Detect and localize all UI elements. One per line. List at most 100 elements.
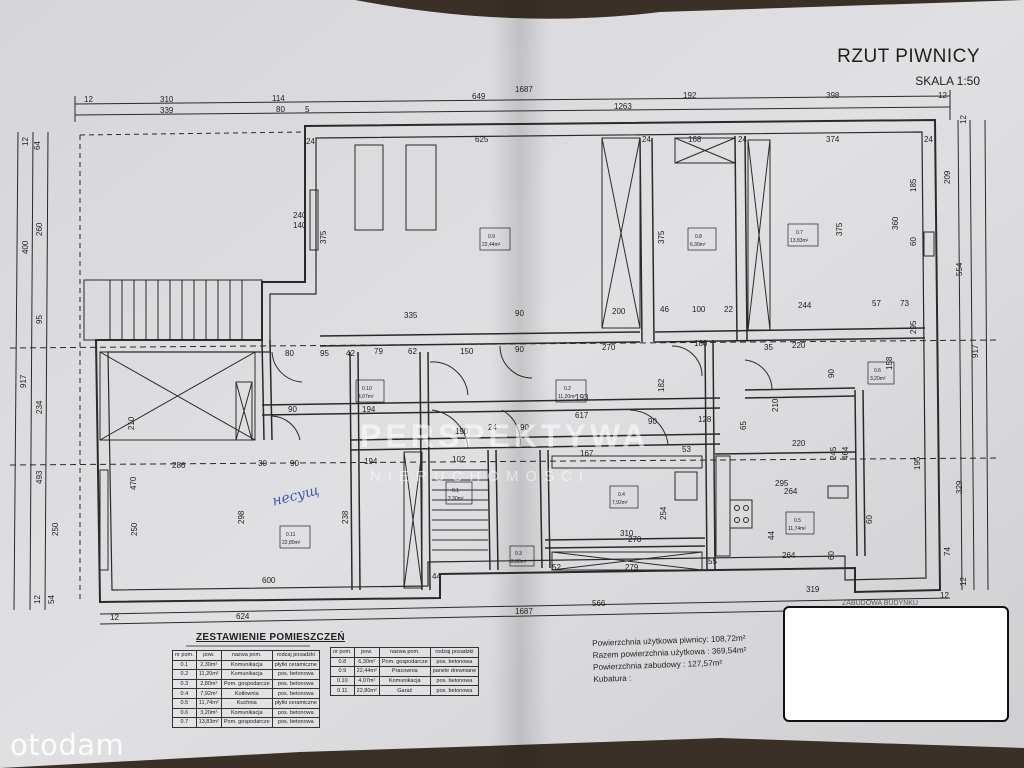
table-cell: pos. betonowa — [271, 707, 320, 719]
dim-label: 210 — [771, 398, 780, 412]
dim-label: 12 — [33, 595, 42, 604]
room-area: 11,74m² — [788, 526, 806, 532]
table-cell: 11,20m² — [195, 669, 222, 680]
dim-label: 24 — [738, 135, 747, 144]
dim-label: 185 — [909, 178, 918, 192]
dim-label: 310 — [620, 529, 634, 538]
table-cell: Pom. gospodarcze — [378, 656, 431, 668]
dim-label: 90 — [520, 423, 529, 432]
dim-label: 35 — [764, 343, 773, 352]
dim-label: 209 — [943, 170, 952, 184]
dim-label: 114 — [272, 94, 285, 103]
dim-label: 42 — [346, 349, 355, 358]
table-cell: 22,44m² — [353, 666, 380, 677]
dim-label: 493 — [35, 470, 44, 484]
dim-label: 140 — [293, 221, 307, 230]
room-area: 11,20m² — [558, 394, 576, 400]
dim-label: 102 — [452, 455, 466, 464]
dim-label: 12 — [21, 137, 30, 146]
dim-label: 400 — [21, 240, 30, 254]
dim-label: 464 — [841, 446, 850, 460]
dim-label: 182 — [657, 378, 666, 392]
dim-label: 339 — [160, 106, 174, 115]
table-cell: 7,92m² — [195, 688, 222, 699]
room-number: 0.11 — [286, 532, 296, 538]
dim-label: 158 — [885, 356, 894, 370]
table-cell: 2,30m² — [195, 659, 222, 671]
dim-label: 360 — [891, 216, 900, 230]
table-cell: 0.3 — [172, 678, 197, 690]
table-cell: Kotłownia — [220, 688, 273, 699]
dim-label: 22 — [724, 305, 733, 314]
table-cell: 0.5 — [172, 697, 197, 709]
drawing-title: RZUT PIWNICY — [837, 46, 980, 67]
room-area: 22,80m² — [282, 540, 301, 546]
room-number: 0.10 — [362, 386, 372, 392]
dim-label: 329 — [955, 480, 964, 494]
rooms-table-left: nr pom. pow. nazwa pom. rodzaj posadzki … — [172, 650, 320, 728]
dim-label: 279 — [625, 563, 639, 572]
dim-label: 54 — [47, 595, 56, 604]
table-header: rodzaj posadzki — [271, 650, 320, 661]
table-cell: 0.2 — [172, 669, 197, 680]
dim-label: 195 — [913, 456, 922, 470]
drawing-title-block: RZUT PIWNICY SKALA 1:50 — [837, 46, 980, 88]
dim-label: 168 — [688, 135, 702, 144]
dim-label: 90 — [515, 345, 524, 354]
dim-label: 624 — [236, 612, 250, 621]
room-number: 0.3 — [515, 551, 522, 557]
dim-label: 398 — [826, 91, 840, 100]
room-number: 0.6 — [874, 368, 881, 374]
dim-label: 374 — [826, 135, 840, 144]
dim-label: 64 — [33, 141, 42, 150]
table-cell: Komunikacja — [220, 669, 273, 680]
table-row: 0.2 11,20m² Komunikacja pos. betonowa — [172, 669, 320, 680]
dim-label: 298 — [237, 510, 246, 524]
dim-label: 12 — [84, 95, 93, 104]
dim-label: 60 — [909, 237, 918, 246]
table-cell: 0.10 — [330, 675, 355, 687]
dim-label: 95 — [320, 349, 329, 358]
dim-label: 917 — [19, 374, 28, 388]
dim-label: 193 — [575, 393, 589, 402]
dim-label: 95 — [35, 315, 44, 324]
table-header: pow. — [195, 650, 222, 661]
dim-label: 470 — [129, 476, 138, 490]
room-area: 2,30m² — [448, 496, 464, 502]
dim-label: 270 — [602, 343, 616, 352]
room-area: 22,44m² — [482, 242, 501, 248]
table-row: 0.1 2,30m² Komunikacja płytki ceramiczne — [172, 659, 320, 671]
dim-label: 192 — [683, 91, 697, 100]
dim-label: 250 — [51, 522, 60, 536]
dim-label: 566 — [592, 599, 606, 608]
room-area: 7,92m² — [612, 500, 628, 506]
dim-label: 150 — [460, 347, 474, 356]
table-cell: Komunikacja — [220, 707, 273, 719]
table-cell: pos. betonowa — [271, 688, 320, 699]
table-cell: 2,80m² — [195, 678, 222, 690]
dim-label: 5 — [305, 105, 310, 114]
dim-label: 254 — [659, 506, 668, 520]
dim-label: 180 — [694, 339, 708, 348]
table-cell: 0.7 — [172, 717, 197, 728]
table-row: 0.9 22,44m² Pracownia panele drewniane — [330, 666, 480, 677]
dim-label: 30 — [258, 459, 267, 468]
room-number: 0.2 — [564, 386, 571, 392]
dim-label: 310 — [160, 95, 174, 104]
dim-label: 335 — [404, 311, 418, 320]
table-cell: Kuchnia — [220, 697, 273, 709]
dim-label: 220 — [792, 439, 806, 448]
room-number: 0.4 — [618, 492, 625, 498]
table-row: 0.5 11,74m² Kuchnia płytki ceramiczne — [172, 697, 320, 709]
table-cell: Pom. gospodarcze — [220, 678, 273, 690]
dim-label: 90 — [648, 417, 657, 426]
dim-label: 210 — [127, 416, 136, 430]
room-number: 0.5 — [794, 518, 801, 524]
dim-label: 90 — [827, 369, 836, 378]
table-cell: 0.6 — [172, 707, 197, 719]
watermark-line2: NIERUCHOMOŚCI — [370, 468, 591, 485]
table-cell: 22,80m² — [353, 685, 380, 696]
table-cell: 0.8 — [330, 656, 355, 668]
table-header: rodzaj posadzki — [429, 647, 480, 658]
table-cell: pos. betonowa — [271, 717, 320, 728]
